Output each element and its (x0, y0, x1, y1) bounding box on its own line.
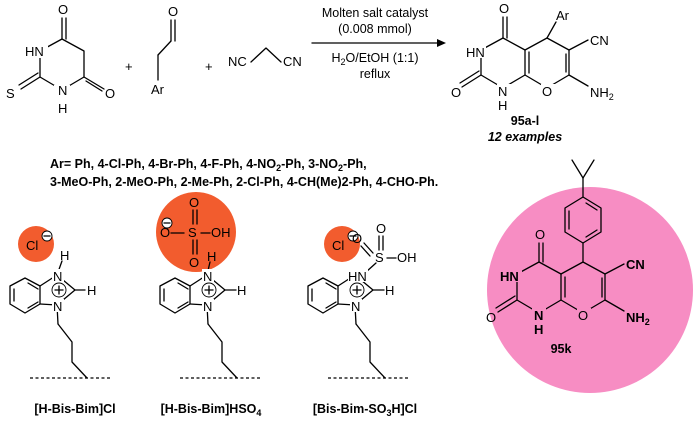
product-95k-nh2-label: NH2 (626, 310, 650, 327)
svg-text:HN: HN (500, 269, 519, 284)
catalyst-h-bis-bim-cl: Cl N N H H [H-Bis-Bim]Cl (9, 226, 116, 416)
svg-text:N: N (203, 299, 212, 314)
o-top-label: O (58, 2, 68, 17)
product-examples-note: 12 examples (488, 130, 562, 144)
svg-text:H: H (207, 249, 216, 264)
aldehyde-o-label: O (168, 4, 178, 19)
product-label: 95a-l (511, 114, 540, 128)
condition-temperature: reflux (360, 67, 391, 81)
svg-text:O: O (352, 231, 362, 246)
svg-text:O: O (189, 195, 199, 210)
svg-text:S: S (375, 250, 384, 265)
product-ar-label: Ar (556, 8, 570, 23)
svg-text:H: H (237, 283, 246, 298)
svg-text:H: H (87, 283, 96, 298)
catalyst-name-1: [H-Bis-Bim]Cl (34, 402, 115, 416)
svg-text:N: N (534, 308, 543, 323)
svg-text:N: N (53, 269, 62, 284)
svg-text:N: N (203, 269, 212, 284)
svg-text:O: O (376, 221, 386, 236)
malononitrile-structure: NC CN (228, 47, 302, 69)
catalyst-name-3: [Bis-Bim-SO3H]Cl (313, 402, 417, 418)
svg-text:O: O (486, 310, 496, 325)
svg-text:Cl: Cl (26, 238, 38, 253)
svg-text:Cl: Cl (332, 238, 344, 253)
product-highlight-circle (487, 187, 693, 393)
plus-sign: + (125, 59, 133, 74)
condition-loading: (0.008 mmol) (338, 22, 412, 36)
svg-text:O: O (189, 255, 199, 270)
svg-text:OH: OH (211, 225, 231, 240)
svg-text:O: O (578, 308, 588, 323)
svg-text:H: H (385, 283, 394, 298)
svg-text:O: O (451, 85, 461, 100)
aldehyde-structure: O Ar (151, 4, 178, 97)
svg-text:O: O (160, 225, 170, 240)
ar-definition-line-2: 3-MeO-Ph, 2-MeO-Ph, 2-Me-Ph, 2-Cl-Ph, 4-… (50, 175, 438, 189)
h-bottom-label: H (58, 101, 67, 116)
svg-text:O: O (542, 84, 552, 99)
catalyst-bis-bim-so3h-cl: Cl S O O OH HN N H [Bis-Bim-SO3H]Cl (307, 221, 417, 418)
highlighted-product-95k: O O CN NH2 HN N H O 95k (486, 159, 693, 393)
svg-text:N: N (498, 84, 507, 99)
ar-definition-line-1: Ar= Ph, 4-Cl-Ph, 4-Br-Ph, 4-F-Ph, 4-NO2-… (50, 157, 367, 173)
nc-label: NC (228, 54, 247, 69)
svg-text:N: N (53, 299, 62, 314)
svg-text:HN: HN (348, 269, 367, 284)
svg-text:H: H (498, 98, 507, 113)
hydrogensulfate-anion-bubble (156, 192, 236, 272)
ar-label: Ar (151, 82, 165, 97)
thiobarbituric-acid-structure: O O S HN N H (6, 2, 115, 116)
s-label: S (6, 86, 15, 101)
o-bottom-label: O (105, 86, 115, 101)
svg-text:S: S (188, 225, 197, 240)
svg-text:H: H (60, 248, 69, 263)
hn-top-label: HN (25, 44, 44, 59)
plus-sign: + (205, 59, 213, 74)
svg-text:O: O (535, 227, 545, 242)
svg-text:N: N (351, 299, 360, 314)
product-structure: O O Ar CN NH2 HN N H O 95a-l 12 examples (451, 1, 614, 144)
product-95k-cn-label: CN (626, 257, 645, 272)
reaction-conditions: Molten salt catalyst (0.008 mmol) H2O/Et… (311, 6, 446, 81)
product-95k-label: 95k (551, 342, 572, 356)
product-nh2-label: NH2 (590, 85, 614, 102)
condition-solvent: H2O/EtOH (1:1) (332, 51, 419, 67)
product-cn-label: CN (590, 33, 609, 48)
svg-text:N: N (58, 83, 67, 98)
svg-text:OH: OH (397, 250, 417, 265)
svg-text:H: H (534, 322, 543, 337)
catalyst-name-2: [H-Bis-Bim]HSO4 (161, 402, 262, 418)
svg-text:HN: HN (466, 45, 485, 60)
condition-catalyst: Molten salt catalyst (322, 6, 429, 20)
catalyst-h-bis-bim-hso4: S O O O OH N N H H [H-Bis-Bim]HSO4 (156, 192, 262, 418)
svg-text:O: O (499, 1, 509, 16)
cn-label: CN (283, 54, 302, 69)
